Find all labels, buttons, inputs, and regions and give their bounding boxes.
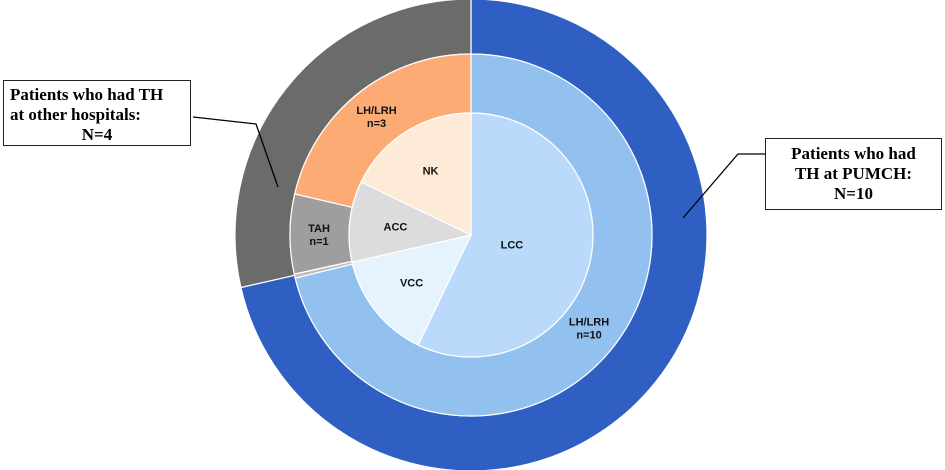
cuff-closure-label-lcc-0: LCC (501, 239, 524, 251)
leader-line-group (192, 116, 765, 219)
cuff-closure-ring-slice-nk-3 (360, 112, 472, 236)
callout-left-line3: N=4 (81, 125, 113, 144)
cuff-closure-ring-slice-lcc-0 (417, 112, 594, 358)
callout-left-line2: at other hospitals: (10, 105, 141, 124)
callout-right-line3: N=10 (834, 184, 873, 203)
callout-right-line2: TH at PUMCH: (794, 164, 913, 183)
ring-group (234, 0, 708, 470)
callout-pumch: Patients who had TH at PUMCH: N=10 (765, 138, 942, 210)
cuff-closure-label-nk-3: NK (423, 166, 439, 178)
callout-other-hospitals: Patients who had TH at other hospitals: … (3, 80, 191, 146)
cuff-closure-ring-slice-acc-2 (348, 181, 473, 263)
left-callout-leader (192, 116, 279, 188)
callout-left-line1: Patients who had TH (10, 85, 164, 104)
callout-right-line1: Patients who had (791, 144, 916, 163)
cuff-closure-ring-slice-vcc-1 (351, 234, 473, 346)
cuff-closure-label-acc-2: ACC (384, 221, 408, 233)
right-callout-leader (682, 153, 765, 219)
cuff-closure-label-vcc-1: VCC (400, 277, 423, 289)
